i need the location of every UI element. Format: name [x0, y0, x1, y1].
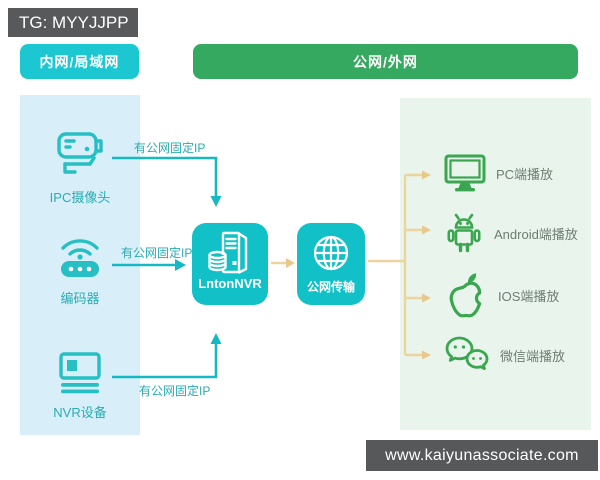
device-label: IPC摄像头	[49, 190, 111, 205]
wechat-icon	[445, 336, 489, 370]
device-nvr: NVR设备	[20, 347, 140, 421]
apple-icon	[449, 273, 482, 318]
edge-label-nvr: 有公网固定IP	[139, 384, 211, 398]
public-transport-box: 公网传输	[297, 223, 365, 305]
client-label: IOS端播放	[498, 288, 560, 304]
lnton-nvr-box: LntonNVR	[192, 223, 268, 305]
client-label: PC端播放	[496, 166, 554, 182]
lan-banner: 内网/局域网	[20, 44, 139, 79]
device-encoder: 编码器	[20, 231, 140, 307]
pc-monitor-icon	[444, 154, 486, 192]
client-android: Android端播放	[444, 208, 578, 258]
android-icon	[447, 213, 481, 253]
server-storage-icon	[208, 231, 248, 274]
public-transport-label: 公网传输	[306, 280, 355, 294]
lnton-nvr-label: LntonNVR	[198, 276, 262, 291]
wan-banner: 公网/外网	[193, 44, 578, 79]
device-label: 编码器	[60, 291, 100, 306]
device-ipc-camera: IPC摄像头	[20, 128, 140, 206]
cctv-camera-icon	[57, 132, 103, 174]
telegram-watermark: TG: MYYJJPP	[8, 8, 138, 37]
nvr-recorder-icon	[59, 352, 101, 394]
client-label: 微信端播放	[500, 348, 566, 364]
globe-icon	[313, 235, 349, 271]
wan-zone-panel	[400, 98, 591, 430]
device-label: NVR设备	[53, 405, 107, 420]
website-watermark: www.kaiyunassociate.com	[366, 440, 598, 471]
client-wechat: 微信端播放	[444, 330, 565, 380]
edge-label-encoder: 有公网固定IP	[121, 246, 193, 260]
client-pc: PC端播放	[444, 148, 553, 198]
client-ios: IOS端播放	[444, 270, 559, 320]
client-label: Android端播放	[494, 226, 578, 242]
encoder-icon	[61, 239, 99, 277]
edge-label-ipc: 有公网固定IP	[134, 141, 206, 155]
